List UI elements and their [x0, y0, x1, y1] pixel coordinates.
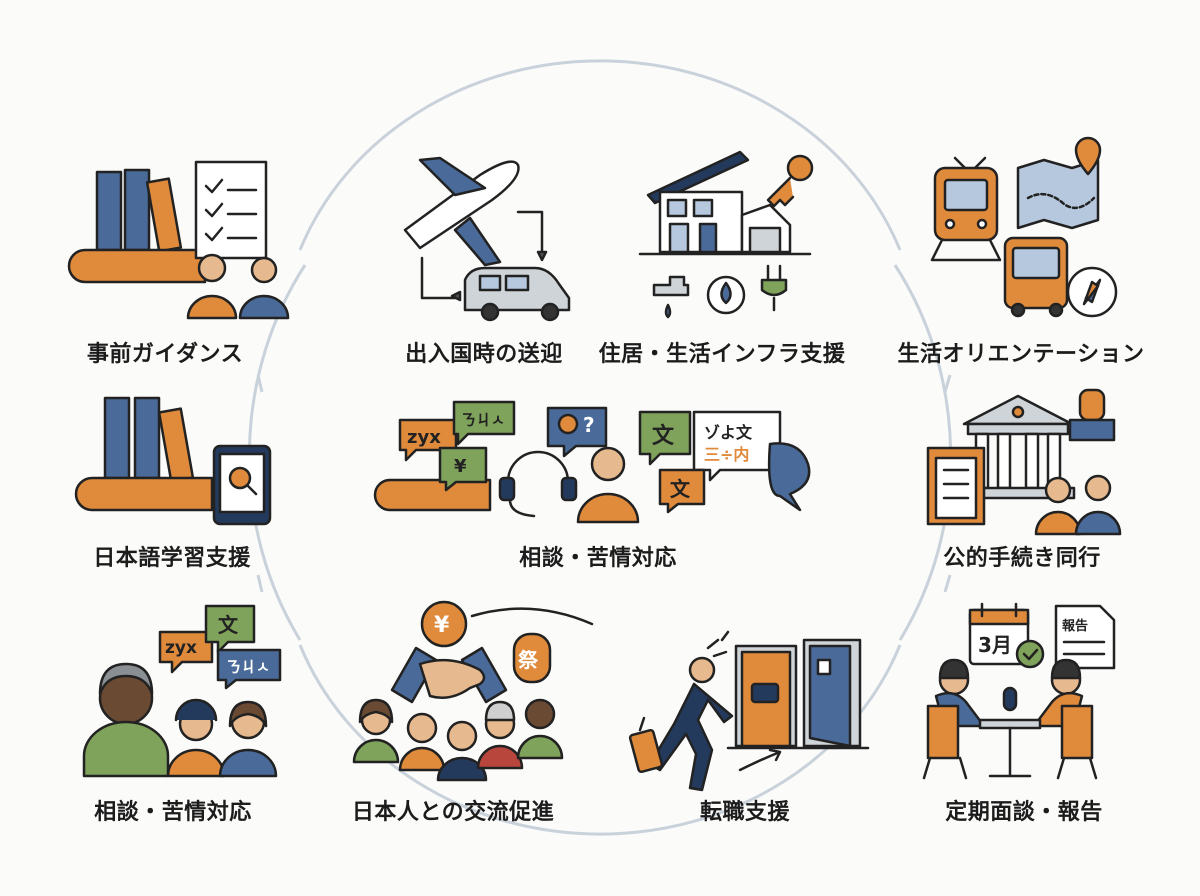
bun-text-2: 文 — [670, 477, 691, 501]
label-exchange: 日本人との交流促進 — [351, 800, 555, 825]
house-key-icon — [638, 150, 814, 319]
consultation-people-icon: zyx 文 ㄋㄐㅅ — [82, 604, 282, 778]
report-text: 報告 — [1062, 618, 1088, 634]
label-pre-guidance: 事前ガイダンス — [86, 342, 244, 367]
train-bus-map-icon — [930, 136, 1118, 318]
bun-text-3: 文 — [218, 613, 239, 637]
zyx-text: zyx — [407, 427, 441, 448]
label-housing: 住居・生活インフラ支援 — [598, 342, 846, 367]
mix-text-1: ゾよ文 — [704, 423, 753, 442]
kana-text-2: ㄋㄐㅅ — [226, 658, 270, 676]
kana-text: ㄋㄐㅅ — [461, 411, 505, 429]
calendar-month-text: 3月 — [978, 633, 1012, 657]
label-public-procedures: 公的手続き同行 — [943, 546, 1101, 571]
pre-guidance-icon — [67, 160, 290, 320]
label-orientation: 生活オリエンテーション — [897, 342, 1145, 367]
mix-text-2: 三÷内 — [704, 445, 749, 464]
label-airport-pickup: 出入国時の送迎 — [405, 342, 563, 367]
airplane-car-icon — [403, 156, 571, 322]
books-tablet-icon — [74, 396, 272, 526]
handshake-festival-icon: ¥ 祭 — [352, 600, 594, 782]
government-building-icon — [926, 388, 1122, 536]
matsuri-text: 祭 — [517, 648, 539, 672]
interview-calendar-icon: 3月 報告 — [922, 602, 1116, 780]
label-consultation: 相談・苦情対応 — [94, 800, 252, 825]
multilingual-support-icon: zyx ㄋㄐㅅ ¥ ? 文 ゾよ文 三÷内 文 — [373, 400, 811, 524]
label-job-change: 転職支援 — [699, 800, 791, 825]
label-interview: 定期面談・報告 — [945, 800, 1103, 825]
question-text: ? — [583, 413, 595, 437]
label-japanese-study: 日本語学習支援 — [93, 546, 251, 571]
yen-coin-text: ¥ — [434, 613, 450, 638]
yen-text: ¥ — [454, 456, 467, 477]
label-consultation-center: 相談・苦情対応 — [519, 546, 677, 571]
job-change-doors-icon — [628, 630, 870, 792]
bun-text-1: 文 — [652, 423, 675, 449]
zyx-text-2: zyx — [165, 638, 197, 658]
